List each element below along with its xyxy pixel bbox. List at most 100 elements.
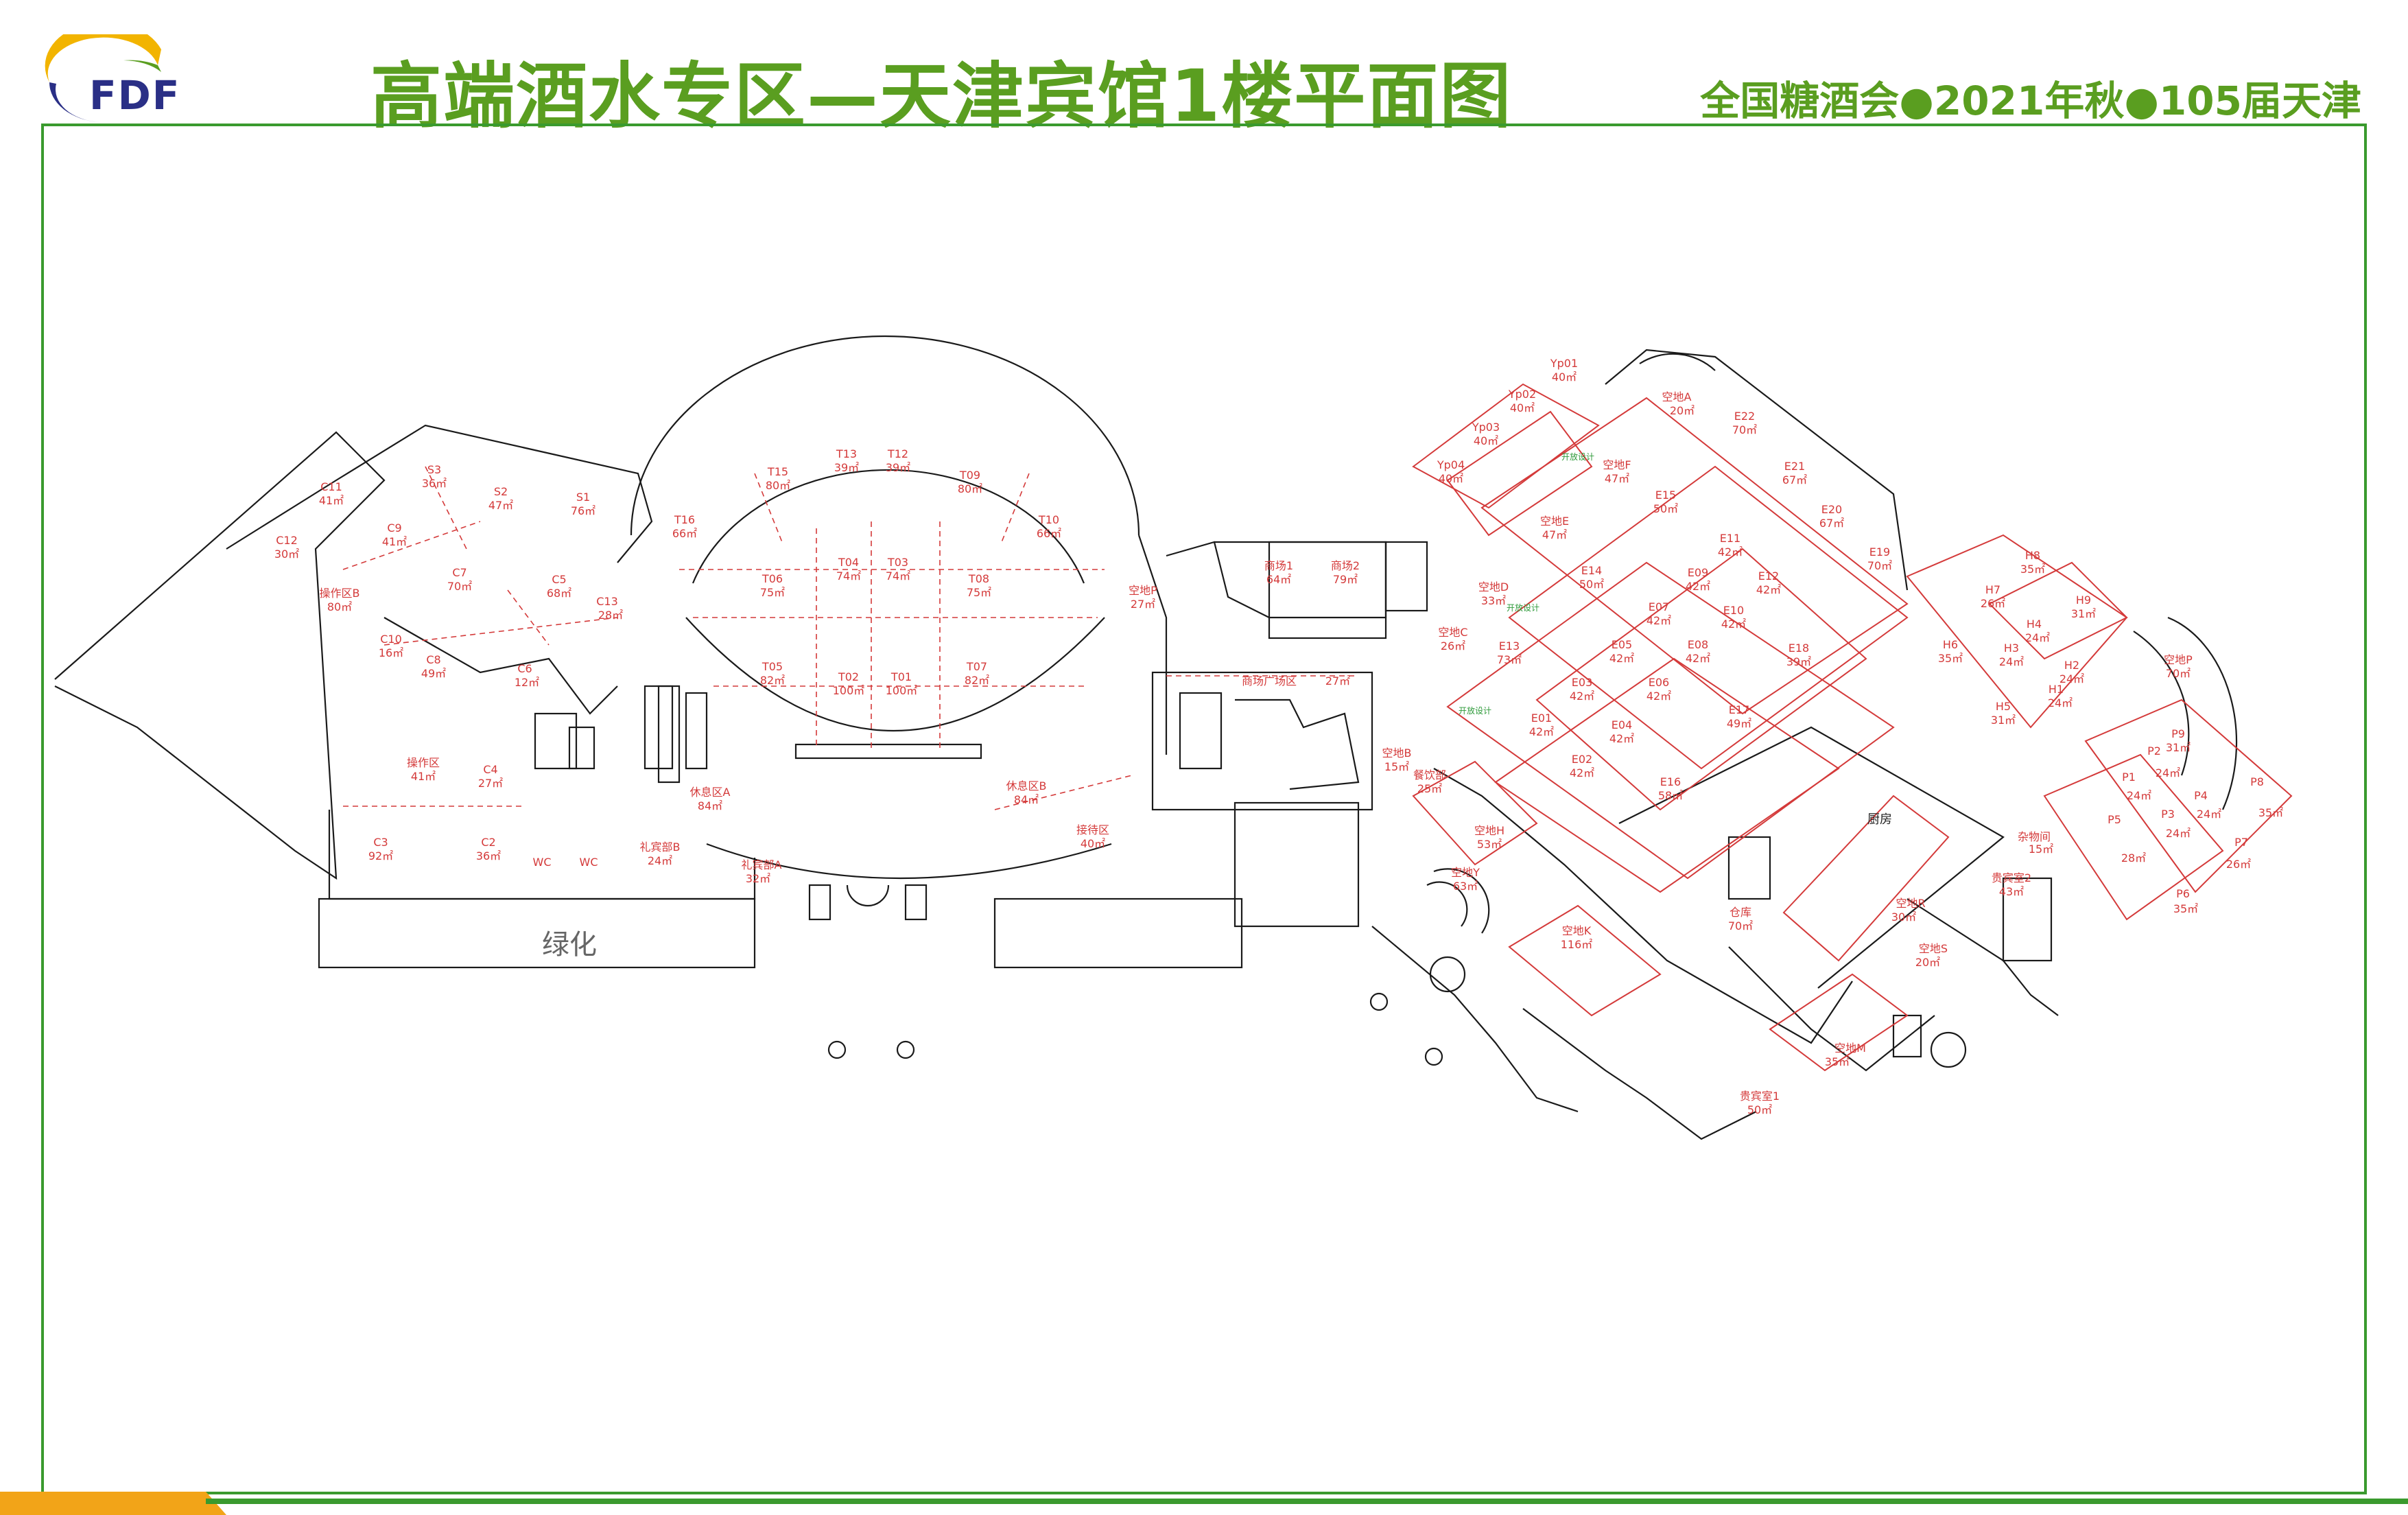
room-wc-2[interactable]: WC [580,856,598,869]
room-wc-1[interactable]: WC [533,856,552,869]
